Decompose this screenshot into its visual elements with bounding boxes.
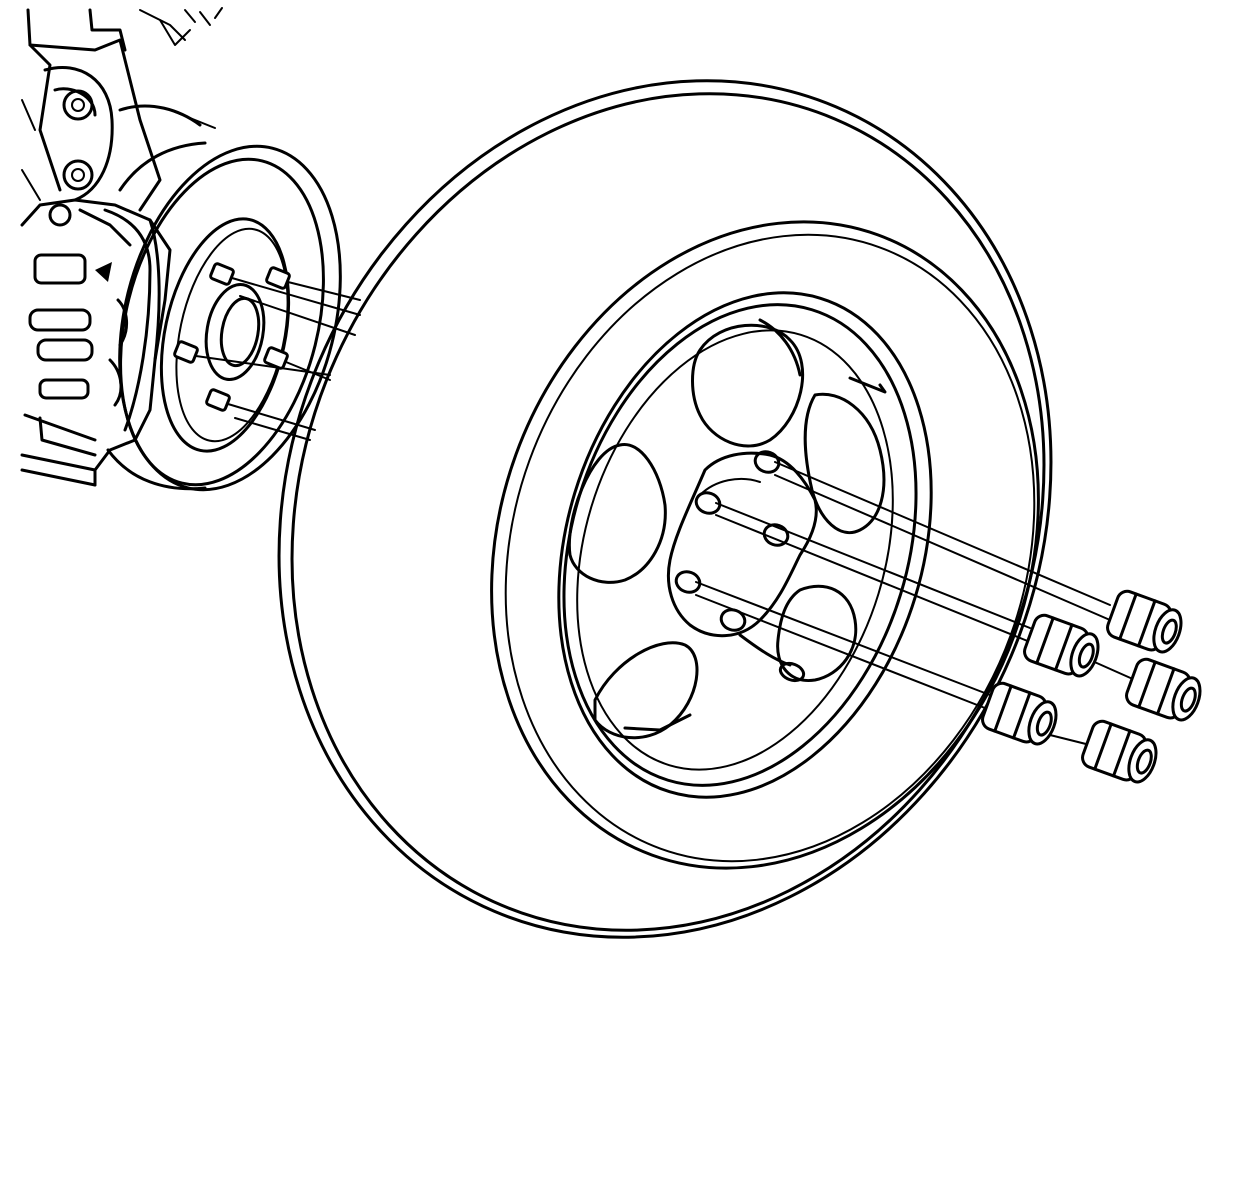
wheel-lug-holes xyxy=(674,450,790,632)
hub-studs xyxy=(173,262,291,412)
hub-stud xyxy=(205,388,231,412)
wheel-spoke-window xyxy=(593,641,699,740)
lug-hole xyxy=(719,608,747,632)
brake-caliper xyxy=(20,198,172,487)
wheel-hub xyxy=(204,282,266,382)
hub-alignment-lines xyxy=(195,277,361,441)
lug-nut xyxy=(1106,589,1183,654)
brake-rotor xyxy=(106,141,342,492)
lug-nuts xyxy=(981,589,1202,784)
lug-hole xyxy=(753,450,781,474)
lug-nut-alignment-lines xyxy=(695,461,1136,746)
wheel-spoke-window xyxy=(691,318,805,448)
lug-nut xyxy=(981,681,1058,746)
hub-stud xyxy=(209,262,235,286)
wheel-spoke-window xyxy=(567,443,667,584)
steering-knuckle xyxy=(21,7,223,212)
wheel-spoke-window xyxy=(803,376,887,535)
hub-stud xyxy=(173,340,199,364)
wheel-spoke-window xyxy=(776,584,858,683)
lug-hole xyxy=(694,491,722,515)
lug-nut xyxy=(1023,613,1100,678)
wheel-rim xyxy=(557,291,933,799)
lug-hole xyxy=(674,570,702,594)
valve-stem xyxy=(778,661,806,683)
wheel-center-plate xyxy=(666,451,818,638)
lug-hole xyxy=(762,523,790,547)
lug-nut xyxy=(1125,657,1202,722)
lug-nut xyxy=(1081,719,1158,784)
tire xyxy=(277,79,1053,939)
